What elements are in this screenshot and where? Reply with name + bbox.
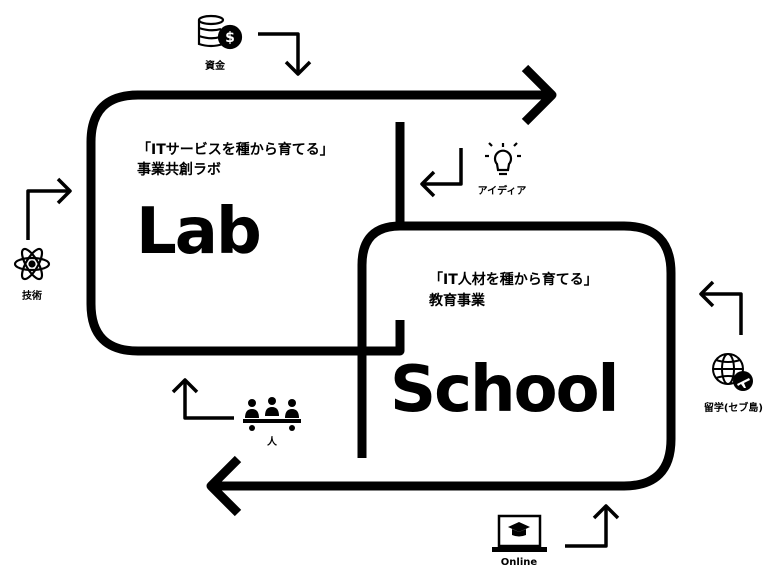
svg-text:$: $ <box>225 30 235 46</box>
school-outline <box>212 221 676 491</box>
online-label: Online <box>500 557 538 568</box>
school-subtitle-line1: 「IT人材を種から育てる」 <box>429 272 598 288</box>
funds-arrow <box>258 32 300 74</box>
school-subtitle-line2: 教育事業 <box>429 293 485 309</box>
idea-arrow <box>422 148 463 186</box>
lab-title: Lab <box>136 195 262 269</box>
funds-label: 資金 <box>205 61 225 72</box>
lightbulb-icon <box>485 142 521 176</box>
technology-arrow <box>26 189 70 240</box>
top-arrowhead <box>521 64 557 126</box>
atom-icon <box>13 247 51 281</box>
online-arrow <box>565 506 608 548</box>
lab-outline <box>86 90 550 356</box>
people-arrow <box>183 380 234 420</box>
money-coins-icon: $ <box>197 14 243 50</box>
study-abroad-label: 留学(セブ島) <box>703 403 763 414</box>
technology-label: 技術 <box>22 291 42 302</box>
people-meeting-icon <box>243 397 301 431</box>
idea-label: アイディア <box>477 186 527 197</box>
globe-plane-icon <box>712 353 753 391</box>
school-left-edge <box>357 221 401 458</box>
school-title: School <box>390 353 619 427</box>
lab-subtitle-line1: 「ITサービスを種から育てる」 <box>137 142 334 158</box>
people-label: 人 <box>267 437 277 448</box>
study-abroad-arrow <box>701 292 743 335</box>
laptop-graduation-icon <box>492 514 547 552</box>
bottom-arrowhead <box>206 455 242 517</box>
lab-subtitle-line2: 事業共創ラボ <box>137 162 221 178</box>
